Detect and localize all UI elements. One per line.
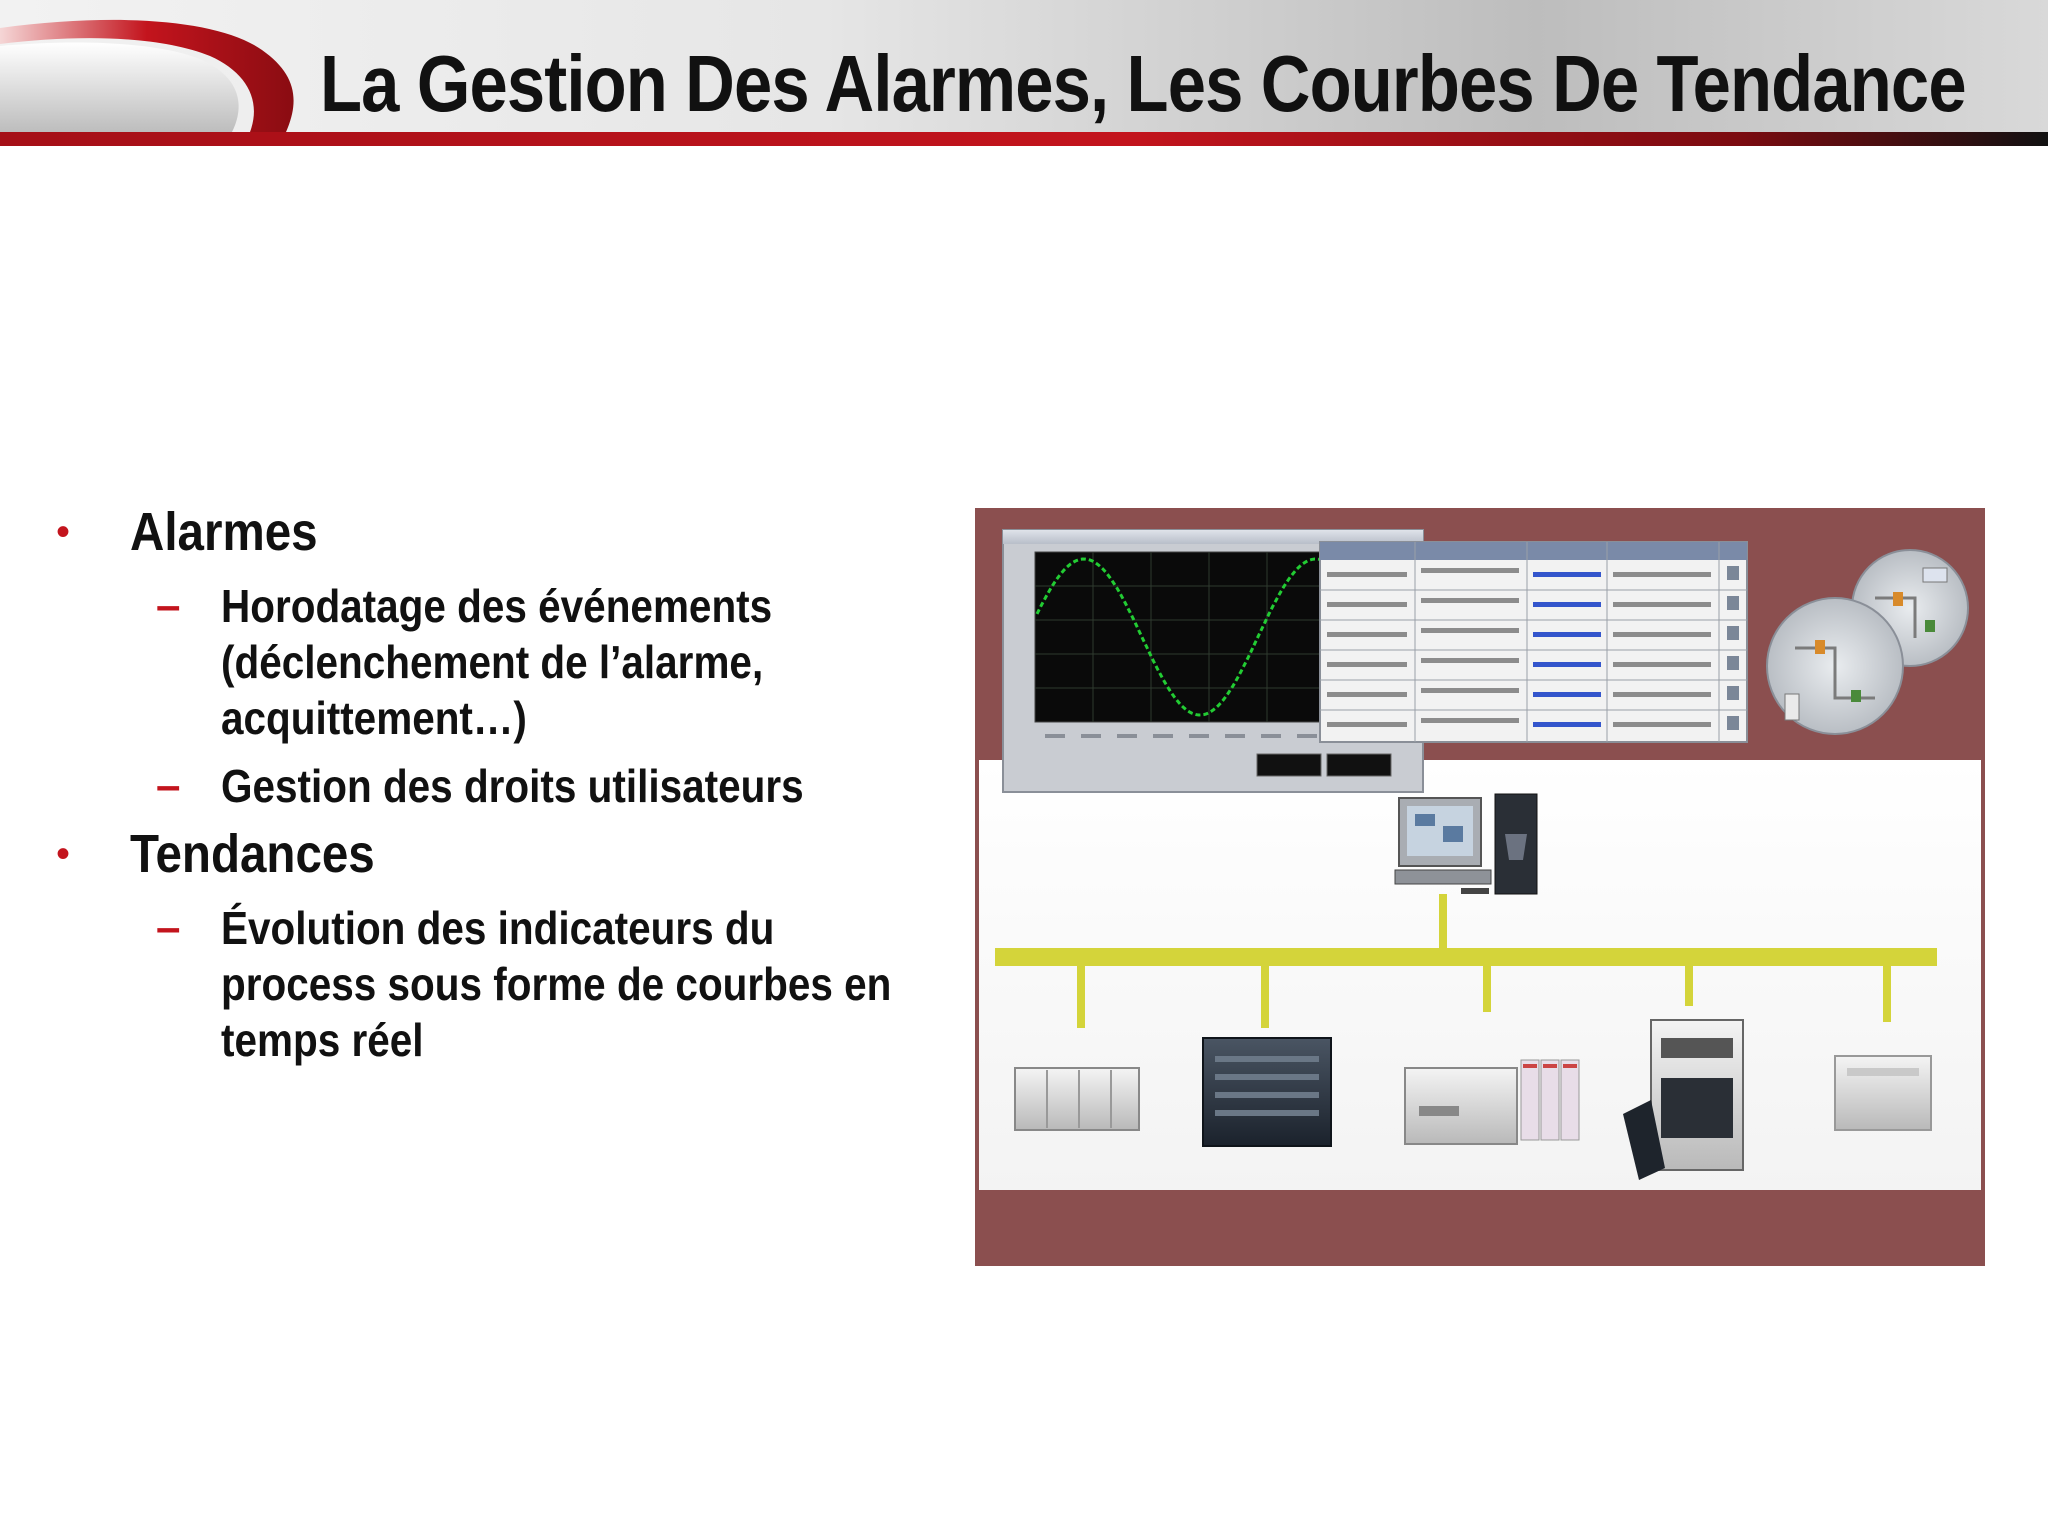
sub-bullet-text: Horodatage des événements (déclenchement… — [221, 578, 890, 746]
plc-icon — [1404, 1059, 1580, 1145]
plc-icon — [1014, 1067, 1140, 1131]
alarm-table-icon — [1319, 541, 1748, 743]
sub-bullet-text: Gestion des droits utilisateurs — [221, 758, 890, 814]
text-line: acquittement…) — [221, 692, 527, 744]
workstation-icon — [1394, 793, 1538, 895]
header-background — [0, 0, 2048, 132]
scada-architecture-picture — [975, 508, 1985, 1266]
bullet-text: Tendances — [130, 824, 375, 884]
trend-curve — [1035, 557, 1328, 717]
network-bus — [995, 894, 1937, 1028]
sub-bullet-text: Évolution des indicateurs du process sou… — [221, 900, 892, 1068]
plc-icon — [1834, 1055, 1932, 1131]
bullet-marker: • — [56, 510, 71, 554]
text-line: Gestion des droits utilisateurs — [221, 760, 804, 812]
slide-header: La Gestion Des Alarmes, Les Courbes De T… — [0, 0, 2048, 150]
bullet-text: Alarmes — [130, 502, 318, 562]
text-line: Horodatage des événements — [221, 580, 773, 632]
red-swoosh-logo-icon — [0, 19, 294, 132]
bullet-marker: • — [56, 832, 71, 876]
dash-marker: – — [156, 761, 181, 810]
text-line: process sous forme de courbes en — [221, 958, 892, 1010]
synoptic-circle-icon — [1766, 549, 1969, 735]
text-line: Évolution des indicateurs du — [221, 902, 775, 954]
dash-marker: – — [156, 903, 181, 952]
plc-icon — [1623, 1019, 1744, 1180]
header-red-bar — [0, 132, 2048, 146]
text-line: temps réel — [221, 1014, 424, 1066]
plc-icon — [1202, 1037, 1332, 1147]
slide-title: La Gestion Des Alarmes, Les Courbes De T… — [320, 39, 1967, 128]
text-line: (déclenchement de l’alarme, — [221, 636, 764, 688]
dash-marker: – — [156, 581, 181, 630]
